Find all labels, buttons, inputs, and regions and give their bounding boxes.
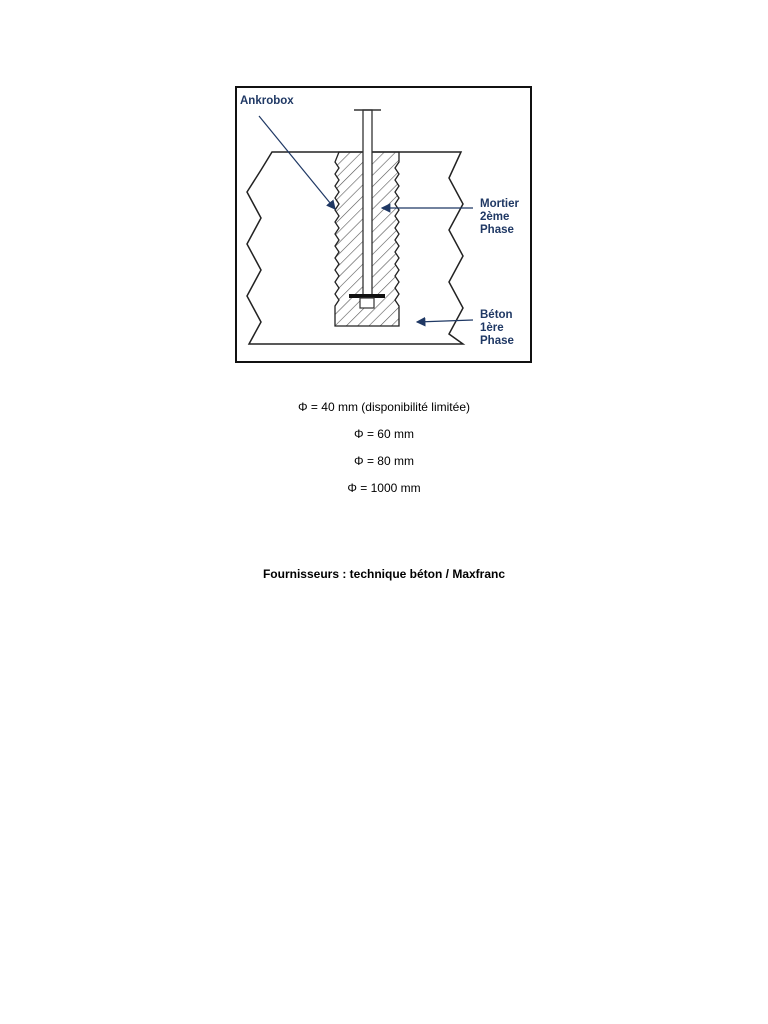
diameter-item: Φ = 40 mm (disponibilité limitée) bbox=[298, 400, 470, 414]
label-beton-line2: 1ère bbox=[480, 322, 504, 334]
anchor-nut bbox=[359, 297, 375, 309]
arrow-beton bbox=[415, 316, 474, 327]
arrow-ankrobox bbox=[258, 115, 336, 210]
anchor-washer bbox=[349, 294, 385, 298]
anchor-diagram-svg: Ankrobox Mortier 2ème Phase Béton 1ère P… bbox=[235, 86, 532, 363]
label-ankrobox: Ankrobox bbox=[240, 95, 294, 107]
label-mortier-line1: Mortier bbox=[480, 198, 520, 210]
diameter-item: Φ = 80 mm bbox=[354, 454, 414, 468]
label-beton-line1: Béton bbox=[480, 309, 513, 321]
label-beton-line3: Phase bbox=[480, 335, 514, 347]
suppliers-line: Fournisseurs : technique béton / Maxfran… bbox=[262, 567, 506, 581]
label-mortier-line3: Phase bbox=[480, 224, 514, 236]
diameter-item: Φ = 60 mm bbox=[354, 427, 414, 441]
diameter-item: Φ = 1000 mm bbox=[347, 481, 421, 495]
anchor-bolt bbox=[362, 109, 373, 301]
label-mortier-line2: 2ème bbox=[480, 211, 509, 223]
anchor-diagram: Ankrobox Mortier 2ème Phase Béton 1ère P… bbox=[235, 86, 532, 363]
diameter-list: Φ = 40 mm (disponibilité limitée) Φ = 60… bbox=[0, 400, 768, 508]
